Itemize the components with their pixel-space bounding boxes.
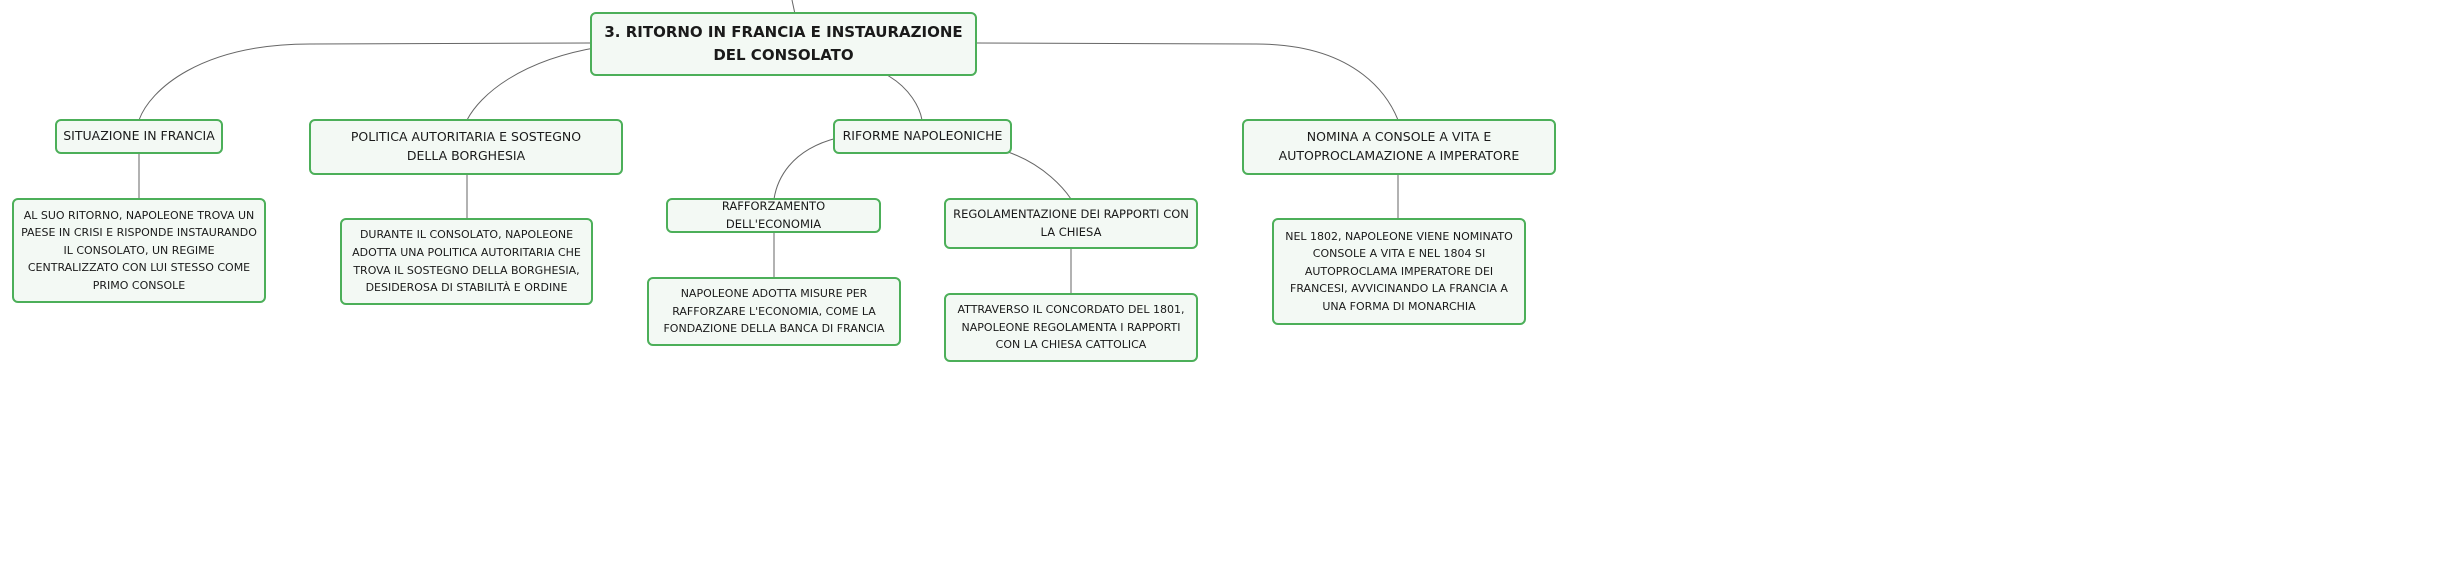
root-node-ritorno-in-francia[interactable]: 3. RITORNO IN FRANCIA E INSTAURAZIONE DE…	[590, 12, 977, 76]
connector-root-parent	[791, 0, 796, 15]
connector-root-politica	[466, 46, 601, 121]
connector-root-nomina	[974, 42, 1399, 121]
node-label: RAFFORZAMENTO DELL'ECONOMIA	[721, 199, 826, 231]
node-label: POLITICA AUTORITARIA E SOSTEGNO DELLA BO…	[350, 129, 582, 163]
node-nomina-detail[interactable]: NEL 1802, NAPOLEONE VIENE NOMINATO CONSO…	[1272, 218, 1526, 325]
node-politica-autoritaria[interactable]: POLITICA AUTORITARIA E SOSTEGNO DELLA BO…	[309, 119, 623, 175]
root-node-label: 3. RITORNO IN FRANCIA E INSTAURAZIONE DE…	[604, 22, 963, 64]
connector-root-riforme	[886, 74, 923, 121]
node-label: NOMINA A CONSOLE A VITA E AUTOPROCLAMAZI…	[1278, 129, 1520, 163]
node-situazione-in-francia[interactable]: SITUAZIONE IN FRANCIA	[55, 119, 223, 154]
connector-riforme-economia	[773, 137, 838, 200]
connector-riforme-chiesa	[1007, 151, 1072, 200]
node-situazione-detail[interactable]: AL SUO RITORNO, NAPOLEONE TROVA UN PAESE…	[12, 198, 266, 303]
connector-root-situazione	[138, 42, 592, 121]
node-text: NAPOLEONE ADOTTA MISURE PER RAFFORZARE L…	[663, 287, 885, 336]
node-text: NEL 1802, NAPOLEONE VIENE NOMINATO CONSO…	[1285, 229, 1513, 313]
node-label: SITUAZIONE IN FRANCIA	[63, 128, 215, 144]
node-text: ATTRAVERSO IL CONCORDATO DEL 1801, NAPOL…	[957, 303, 1185, 352]
node-chiesa-detail[interactable]: ATTRAVERSO IL CONCORDATO DEL 1801, NAPOL…	[944, 293, 1198, 362]
node-regolamentazione-chiesa[interactable]: REGOLAMENTAZIONE DEI RAPPORTI CON LA CHI…	[944, 198, 1198, 249]
node-rafforzamento-economia[interactable]: RAFFORZAMENTO DELL'ECONOMIA	[666, 198, 881, 233]
node-economia-detail[interactable]: NAPOLEONE ADOTTA MISURE PER RAFFORZARE L…	[647, 277, 901, 346]
connector-lines	[138, 0, 1399, 294]
node-politica-detail[interactable]: DURANTE IL CONSOLATO, NAPOLEONE ADOTTA U…	[340, 218, 593, 305]
node-label: RIFORME NAPOLEONICHE	[842, 128, 1003, 144]
node-nomina-console[interactable]: NOMINA A CONSOLE A VITA E AUTOPROCLAMAZI…	[1242, 119, 1556, 175]
node-text: AL SUO RITORNO, NAPOLEONE TROVA UN PAESE…	[21, 208, 257, 292]
node-label: REGOLAMENTAZIONE DEI RAPPORTI CON LA CHI…	[953, 207, 1189, 239]
node-text: DURANTE IL CONSOLATO, NAPOLEONE ADOTTA U…	[352, 228, 581, 295]
node-riforme-napoleoniche[interactable]: RIFORME NAPOLEONICHE	[833, 119, 1012, 154]
